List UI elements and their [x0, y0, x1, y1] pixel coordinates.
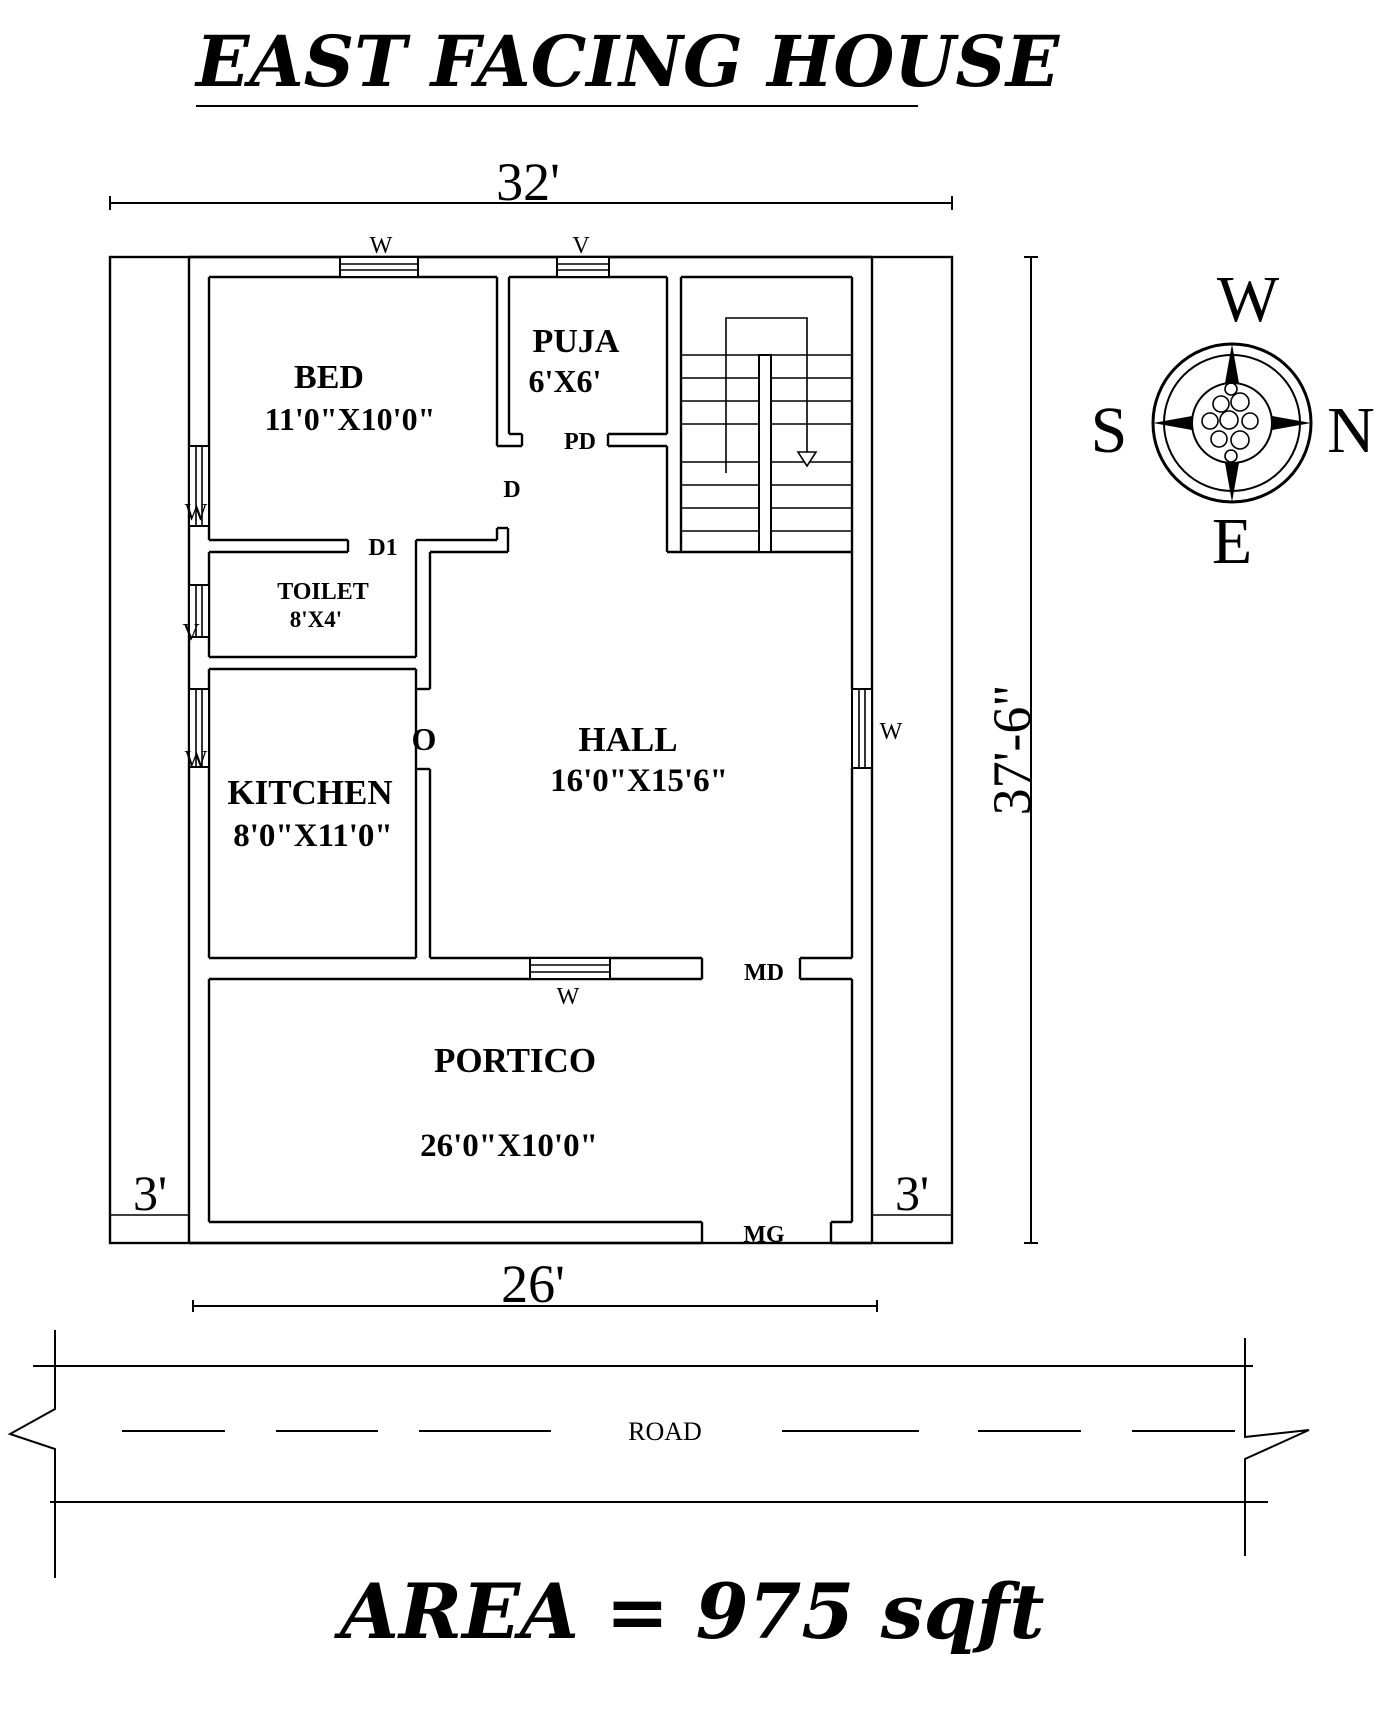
toilet-door-marker: D1 [368, 535, 397, 561]
road-break-right [1244, 1338, 1310, 1556]
top-dimension-label: 32' [496, 152, 560, 212]
compass-pattern-stone [1230, 392, 1250, 412]
top-dimension: 32' [109, 152, 953, 212]
road-label: ROAD [628, 1417, 702, 1446]
hall-right-window-marker: W [880, 719, 903, 745]
puja-top-ventilator [556, 256, 610, 278]
left-setback-label: 3' [133, 1165, 167, 1221]
compass-pattern-stone [1219, 410, 1239, 430]
kitchen-opening-marker: O [412, 721, 437, 757]
puja-room-name: PUJA [533, 323, 620, 360]
bottom-dimension-label: 26' [501, 1254, 565, 1314]
kitchen-room-name: KITCHEN [227, 773, 392, 812]
compass-right-label: N [1327, 394, 1375, 467]
puja-door-marker: PD [564, 429, 596, 455]
hall-room-name: HALL [578, 720, 677, 759]
portico-room-name: PORTICO [434, 1041, 596, 1080]
bed-room-size: 11'0"X10'0" [265, 401, 436, 437]
bed-left-window [188, 445, 210, 527]
compass-left-label: S [1091, 394, 1128, 467]
compass-top-label: W [1217, 263, 1280, 336]
main-gate-marker: MG [743, 1222, 785, 1248]
bottom-dimension: 26' [192, 1254, 878, 1314]
plot-outline [108, 255, 954, 1245]
bed-top-window-marker: W [370, 233, 393, 259]
toilet-room-size: 8'X4' [290, 607, 342, 632]
hall-bottom-window [529, 957, 611, 980]
compass-pattern-stone [1212, 395, 1230, 413]
bed-door-marker: D [503, 477, 520, 503]
hall-room-size: 16'0"X15'6" [550, 763, 728, 799]
main-door-marker: MD [744, 960, 784, 986]
bed-room-name: BED [294, 359, 364, 396]
compass-pattern-stone [1224, 382, 1238, 396]
right-dimension: 37'-6" [982, 256, 1042, 1244]
kitchen-left-window-marker: W [185, 747, 208, 773]
stair-midwall [758, 354, 772, 553]
compass-pattern-stone [1241, 412, 1259, 430]
compass-rose: W S N E [1091, 263, 1375, 578]
hall-right-window [851, 688, 873, 769]
toilet-left-ventilator [188, 584, 210, 638]
compass-pattern-stone [1201, 412, 1219, 430]
stair-direction-line [725, 317, 808, 473]
plot-boundary: 3' 3' [108, 255, 954, 1245]
compass-centre-pattern [1201, 382, 1259, 463]
kitchen-room-size: 8'0"X11'0" [233, 818, 393, 854]
toilet-ventilator-marker: V [182, 620, 200, 646]
compass-bottom-label: E [1212, 505, 1252, 578]
area-label: AREA = 975 sqft [334, 1567, 1044, 1656]
compass-pattern-stone [1210, 430, 1228, 448]
building-walls [189, 255, 872, 1245]
toilet-room-name: TOILET [277, 579, 369, 605]
right-setback-label: 3' [895, 1165, 929, 1221]
road-break-left [7, 1330, 56, 1578]
right-dimension-label: 37'-6" [982, 685, 1042, 816]
puja-room-size: 6'X6' [529, 363, 602, 399]
puja-ventilator-marker: V [572, 233, 590, 259]
staircase [681, 317, 852, 553]
compass-pattern-stone [1230, 430, 1250, 450]
stair-direction-arrow [796, 451, 818, 468]
hall-bottom-window-marker: W [557, 984, 580, 1010]
bed-left-window-marker: W [185, 500, 208, 526]
kitchen-left-window [188, 688, 210, 768]
compass-pattern-stone [1224, 449, 1238, 463]
opening-markers: W V PD D D1 W V W O W MD W MG [182, 233, 902, 1248]
bed-top-window [339, 256, 419, 278]
room-labels: BED 11'0"X10'0" PUJA 6'X6' TOILET 8'X4' … [227, 323, 728, 1164]
drawing-title: EAST FACING HOUSE [194, 20, 1061, 103]
road: ROAD [7, 1330, 1310, 1578]
portico-room-size: 26'0"X10'0" [420, 1128, 598, 1164]
windows [188, 256, 873, 980]
